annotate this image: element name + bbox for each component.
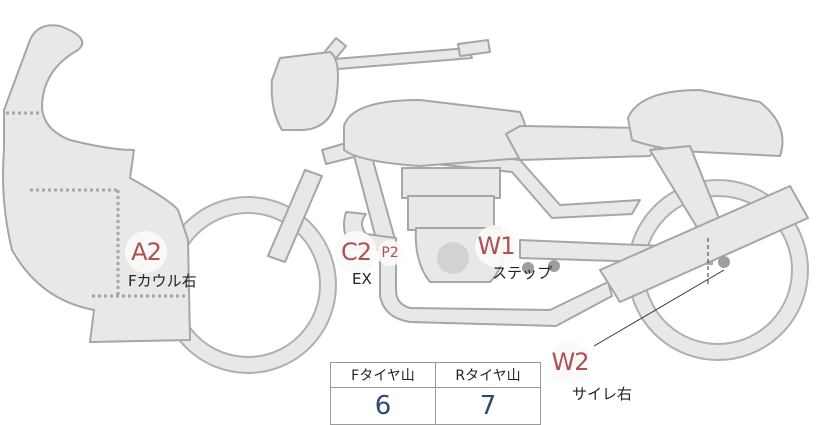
marker-w1[interactable]: W1 <box>475 225 517 267</box>
rear-tire-value[interactable]: 7 <box>435 387 541 425</box>
rear-tire-header: Rタイヤ山 <box>435 362 541 388</box>
front-fork <box>267 169 323 263</box>
marker-w2[interactable]: W2 <box>549 341 591 383</box>
headlight <box>270 51 339 131</box>
tire-tread-table: Fタイヤ山 Rタイヤ山 6 7 <box>330 362 541 425</box>
front-tire-header: Fタイヤ山 <box>330 362 436 388</box>
front-cowl <box>2 24 191 343</box>
muffler <box>599 185 809 303</box>
marker-a2-label: Fカウル右 <box>128 272 197 290</box>
marker-a2[interactable]: A2 <box>125 231 167 273</box>
marker-w2-label: サイレ右 <box>572 385 633 403</box>
marker-w1-label: ステップ <box>492 264 553 282</box>
marker-p2[interactable]: P2 <box>377 240 403 266</box>
marker-c2[interactable]: C2 <box>335 231 377 273</box>
engine <box>401 167 501 199</box>
marker-c2-label: EX <box>352 270 372 288</box>
fuel-tank <box>343 99 529 167</box>
front-tire-value[interactable]: 6 <box>330 387 436 425</box>
